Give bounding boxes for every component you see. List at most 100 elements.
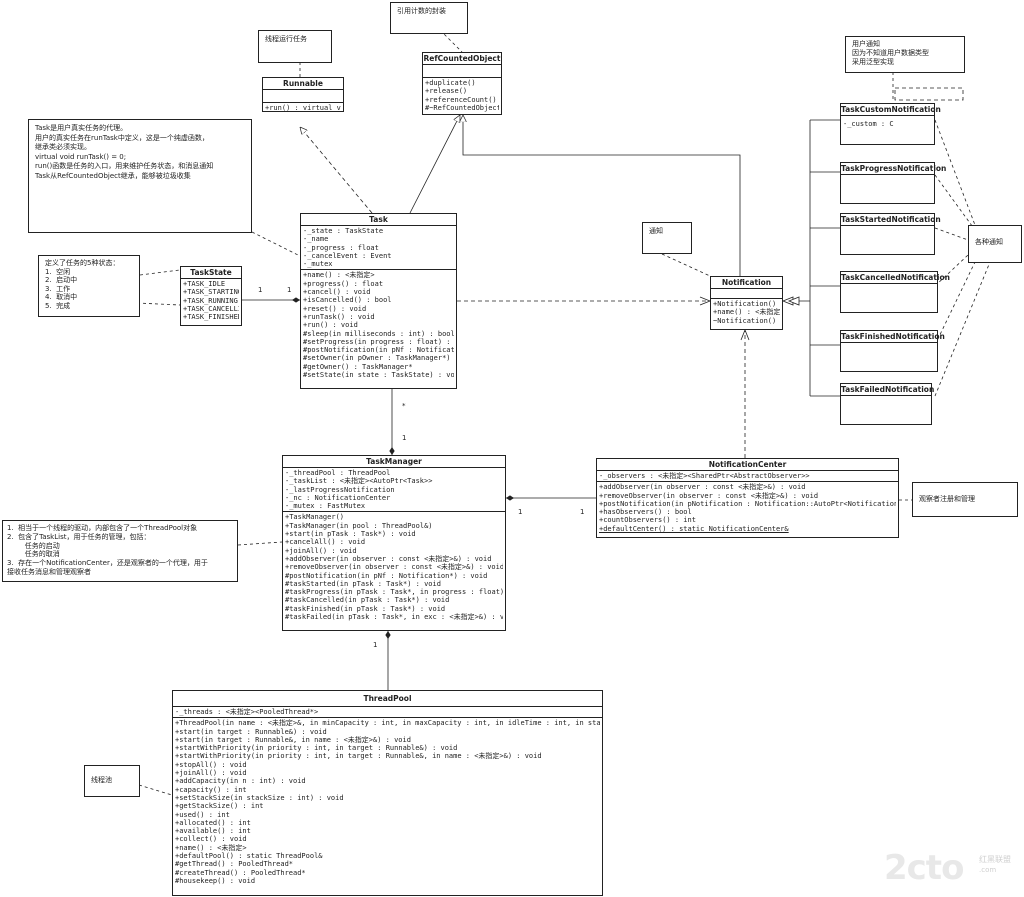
attributes-section: +TASK_IDLE +TASK_STARTING +TASK_RUNNING … xyxy=(181,279,241,322)
operation: +joinAll() : void xyxy=(285,546,357,555)
class-notificationcenter: NotificationCenter -_observers : <未指定><S… xyxy=(596,458,899,538)
operation: +name() : <未指定> xyxy=(303,271,375,280)
note-line: 继承类必须实现。 xyxy=(35,143,91,152)
note-various: 各种通知 xyxy=(968,225,1022,263)
operation: #createThread() : PooledThread* xyxy=(175,868,306,877)
class-name: TaskFailedNotification xyxy=(841,385,935,396)
attributes-section xyxy=(423,65,501,78)
operation: +addCapacity(in n : int) : void xyxy=(175,777,306,786)
attributes-section: -_state : TaskState -_name -_progress : … xyxy=(301,226,456,271)
task-refcounted-generalization xyxy=(409,115,460,214)
attribute: -_lastProgressNotification xyxy=(285,485,395,494)
multiplicity-label: 1 xyxy=(402,434,407,442)
operation: #taskStarted(in pTask : Task*) : void xyxy=(285,579,441,588)
note-observer: 观察者注册和管理 xyxy=(912,482,1018,517)
operation: #setOwner(in pOwner : TaskManager*) : vo… xyxy=(303,354,454,363)
note-threadpool-text: 线程池 xyxy=(91,776,112,784)
operation: +referenceCount() xyxy=(425,95,497,104)
operation: #setProgress(in progress : float) : void xyxy=(303,337,454,346)
operation: +postNotification(in pNotification : Not… xyxy=(599,499,896,508)
operation: +ThreadPool(in name : <未指定>&, in minCapa… xyxy=(175,719,600,728)
operation: +joinAll() : void xyxy=(175,769,247,778)
operations-section: +TaskManager() +TaskManager(in pool : Th… xyxy=(283,512,505,622)
class-task: Task -_state : TaskState -_name -_progre… xyxy=(300,213,457,389)
notification-refcounted-generalization xyxy=(463,115,741,276)
class-name: TaskProgressNotification xyxy=(841,164,947,175)
note-line: 定义了任务的5种状态： xyxy=(45,259,120,267)
note-line: 5. 完成 xyxy=(45,301,71,310)
class-runnable: Runnable +run() : virtual void xyxy=(262,77,344,112)
task-runnable-realization xyxy=(300,127,373,214)
operation: +run() : virtual void xyxy=(265,104,341,112)
operations-section: +duplicate() +release() +referenceCount(… xyxy=(423,78,501,113)
operation: +start(in target : Runnable&) : void xyxy=(175,727,327,736)
class-name: ThreadPool xyxy=(173,691,602,707)
attribute: +TASK_FINISHED xyxy=(183,313,239,322)
operation: +startWithPriority(in priority : int, in… xyxy=(175,744,458,753)
operation: +runTask() : void xyxy=(303,312,375,321)
operation: +removeObserver(in observer : const <未指定… xyxy=(285,563,503,572)
class-taskmanager: TaskManager -_threadPool : ThreadPool -_… xyxy=(282,455,506,631)
class-name: TaskCancelledNotification xyxy=(841,273,950,284)
operation: #~RefCountedObject() xyxy=(425,103,499,112)
class-name: TaskFinishedNotification xyxy=(841,332,945,343)
operation: +used() : int xyxy=(175,810,230,819)
operation: #getThread() : PooledThread* xyxy=(175,860,294,869)
note-threadpool: 线程池 xyxy=(84,765,140,797)
note-refcount: 引用计数的封装 xyxy=(390,2,468,34)
note-observer-text: 观察者注册和管理 xyxy=(919,495,975,503)
note-notify: 通知 xyxy=(642,222,692,254)
operation: +run() : void xyxy=(303,321,358,330)
operation: +addObserver(in observer : const <未指定>&)… xyxy=(285,554,492,563)
attributes-section: -_threadPool : ThreadPool -_taskList : <… xyxy=(283,468,505,513)
class-name: Runnable xyxy=(263,78,343,90)
attributes-section: -_observers : <未指定><SharedPtr<AbstractOb… xyxy=(597,471,898,483)
operation: #sleep(in milliseconds : int) : bool xyxy=(303,329,454,338)
operations-section: +addObserver(in observer : const <未指定>&)… xyxy=(597,482,898,534)
note-line: Task从RefCountedObject继承，能够被垃圾收集 xyxy=(35,171,191,180)
note-task: Task是用户真实任务的代理。 用户的真实任务在runTask中定义，这是一个纯… xyxy=(28,119,252,233)
operation: +getStackSize() : int xyxy=(175,802,264,811)
attribute: -_name xyxy=(303,235,329,244)
attribute: +TASK_RUNNING xyxy=(183,296,238,305)
note-taskmanager: 1. 相当于一个线程的驱动，内部包含了一个ThreadPool对象 2. 包含了… xyxy=(2,520,238,582)
logo-sub-text: .com xyxy=(979,866,997,874)
attributes-section xyxy=(711,289,782,299)
class-taskfailednotification: TaskFailedNotification xyxy=(840,383,935,425)
attribute: -_custom : C xyxy=(843,120,894,128)
operation: #taskCancelled(in pTask : Task*) : void xyxy=(285,596,450,605)
multiplicity-label: 1 xyxy=(580,508,585,516)
notification-subclasses-generalization xyxy=(783,119,840,397)
operations-section: +Notification() +name() : <未指定> ~Notific… xyxy=(711,299,782,326)
class-taskprogressnotification: TaskProgressNotification xyxy=(840,162,947,204)
operation: #taskFailed(in pTask : Task*, in exc : <… xyxy=(285,613,503,622)
note-line: Task是用户真实任务的代理。 xyxy=(35,124,128,132)
operation: +startWithPriority(in priority : int, in… xyxy=(175,752,542,761)
operations-section: +name() : <未指定> +progress() : float +can… xyxy=(301,270,456,380)
operation: +Notification() xyxy=(713,300,777,308)
operation: +removeObserver(in observer : const <未指定… xyxy=(599,491,819,500)
attributes-section: -_custom : C xyxy=(841,116,934,129)
class-name: TaskCustomNotification xyxy=(841,105,941,116)
operation: +stopAll() : void xyxy=(175,760,247,769)
note-refcount-text: 引用计数的封装 xyxy=(397,7,446,15)
note-line: 2. 包含了TaskList，用于任务的管理，包括： xyxy=(7,532,151,541)
operation: +setStackSize(in stackSize : int) : void xyxy=(175,793,344,802)
note-line: 用户的真实任务在runTask中定义，这是一个纯虚函数， xyxy=(35,133,209,142)
operation: +name() : <未指定> xyxy=(713,308,780,317)
operation: #housekeep() : void xyxy=(175,876,256,885)
operation: +release() xyxy=(425,87,468,96)
class-name: Notification xyxy=(711,277,782,289)
operation: ~Notification() xyxy=(713,316,777,325)
note-line: 1. 相当于一个线程的驱动，内部包含了一个ThreadPool对象 xyxy=(7,524,198,532)
multiplicity-label: 1 xyxy=(518,508,523,516)
note-line: run()函数是任务的入口，用来维护任务状态，和消息通知 xyxy=(35,162,214,171)
operation: +start(in pTask : Task*) : void xyxy=(285,530,416,539)
note-various-text: 各种通知 xyxy=(975,238,1003,246)
note-line: 接收任务消息和管理观察者 xyxy=(7,567,91,576)
attribute: -_progress : float xyxy=(303,243,379,252)
note-notify-text: 通知 xyxy=(649,227,663,235)
attribute: -_cancelEvent : Event xyxy=(303,251,392,260)
operation: +hasObservers() : bool xyxy=(599,508,692,517)
